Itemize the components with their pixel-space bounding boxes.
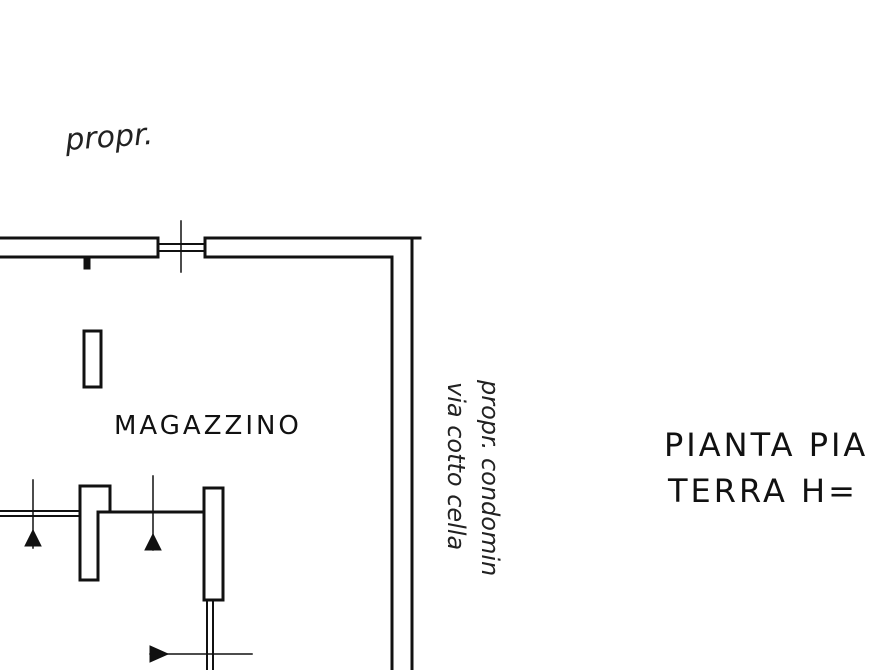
top-neighbor-label: propr. [63, 117, 154, 158]
plan-title-line-1: PIANTA PIA [664, 426, 868, 464]
top-window [157, 220, 206, 273]
plan-title-line-2: TERRA H= [667, 472, 858, 510]
side-neighbor-line-1: propr. condomin [476, 379, 504, 576]
pillar [82, 329, 103, 389]
wall-stub [83, 256, 91, 270]
section-marker-2 [144, 475, 162, 551]
section-marker-1 [24, 479, 42, 549]
room-label: MAGAZZINO [114, 411, 302, 441]
interior-partition [0, 484, 225, 670]
side-neighbor-line-2: via cotto cella [442, 382, 470, 550]
side-neighbor-note: propr. condomin via cotto cella [442, 379, 504, 576]
section-marker-3 [149, 645, 253, 663]
